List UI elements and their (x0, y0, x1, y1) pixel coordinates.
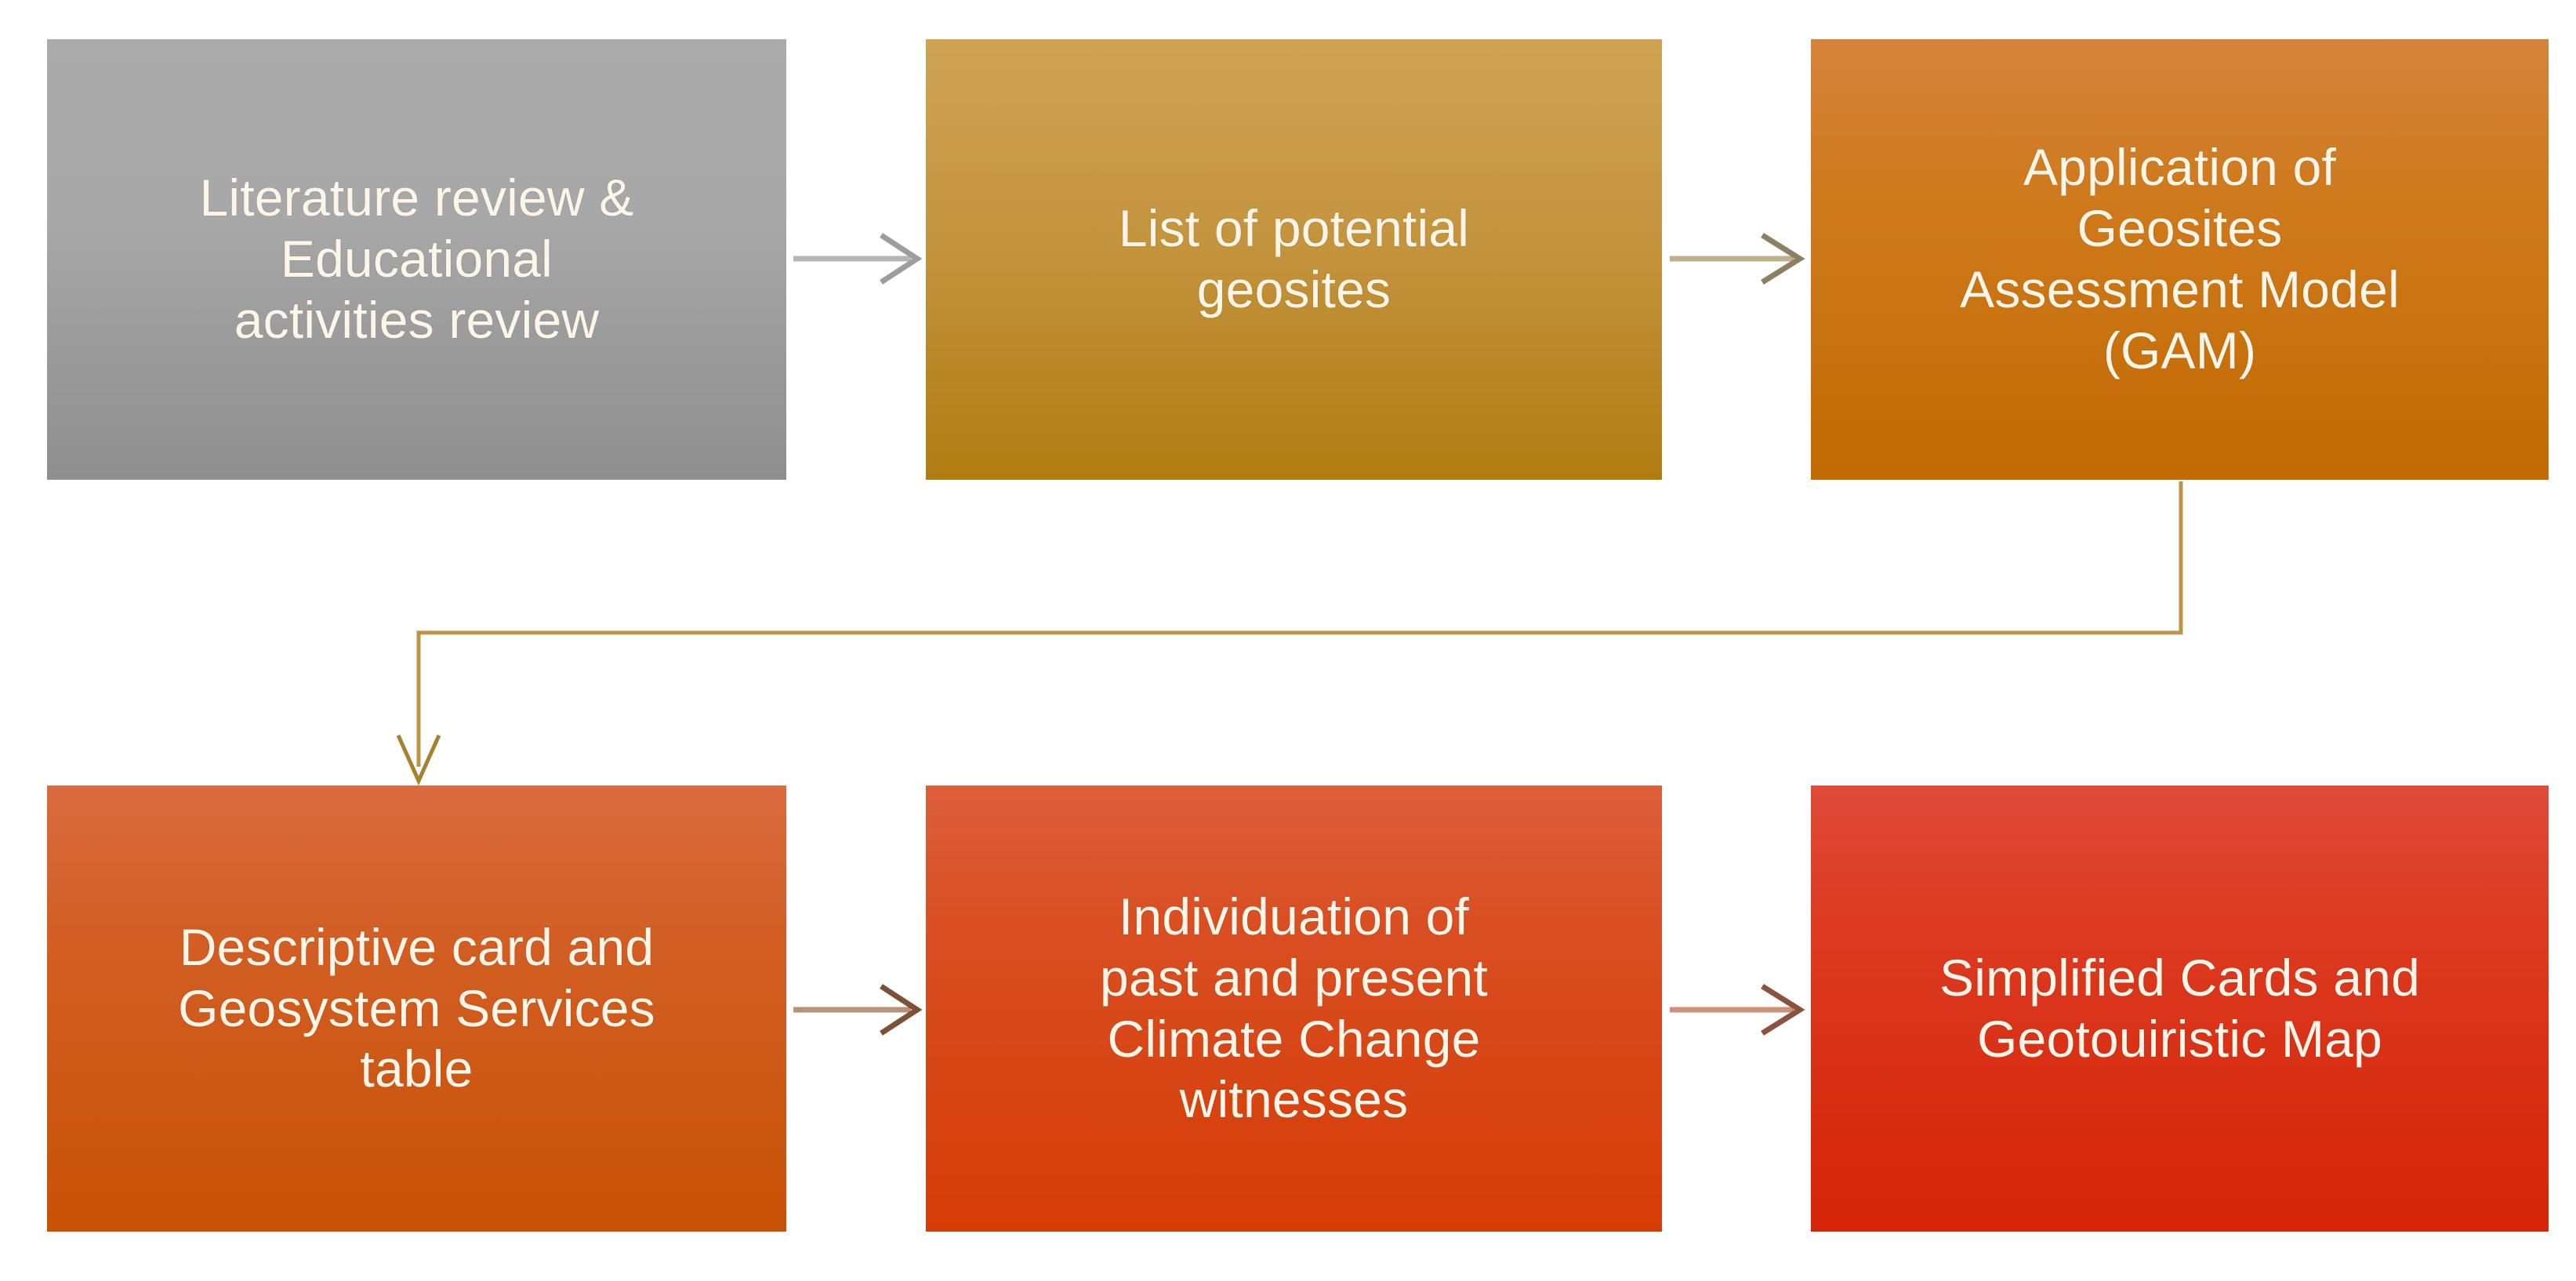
connector-literature-to-geosites (793, 233, 923, 285)
node-gam-application[interactable]: Application of Geosites Assessment Model… (1811, 39, 2549, 480)
node-potential-geosites[interactable]: List of potential geosites (926, 39, 1662, 480)
node-potential-geosites-label: List of potential geosites (1118, 199, 1470, 318)
node-gam-application-label: Application of Geosites Assessment Model… (1960, 138, 2400, 379)
node-climate-change-witnesses-label: Individuation of past and present Climat… (1100, 887, 1488, 1129)
connector-gam-to-descriptive-card (396, 481, 2183, 786)
node-descriptive-card-label: Descriptive card and Geosystem Services … (178, 917, 655, 1098)
node-simplified-cards-map[interactable]: Simplified Cards and Geotouiristic Map (1811, 786, 2549, 1232)
node-simplified-cards-map-label: Simplified Cards and Geotouiristic Map (1939, 948, 2420, 1068)
node-literature-review-label: Literature review & Educational activiti… (199, 169, 634, 349)
connector-witnesses-to-simplified (1670, 984, 1805, 1036)
connector-geosites-to-gam (1670, 233, 1805, 285)
node-literature-review[interactable]: Literature review & Educational activiti… (47, 39, 786, 480)
node-descriptive-card[interactable]: Descriptive card and Geosystem Services … (47, 786, 786, 1232)
connector-descriptive-to-witnesses (793, 984, 923, 1036)
node-climate-change-witnesses[interactable]: Individuation of past and present Climat… (926, 786, 1662, 1232)
